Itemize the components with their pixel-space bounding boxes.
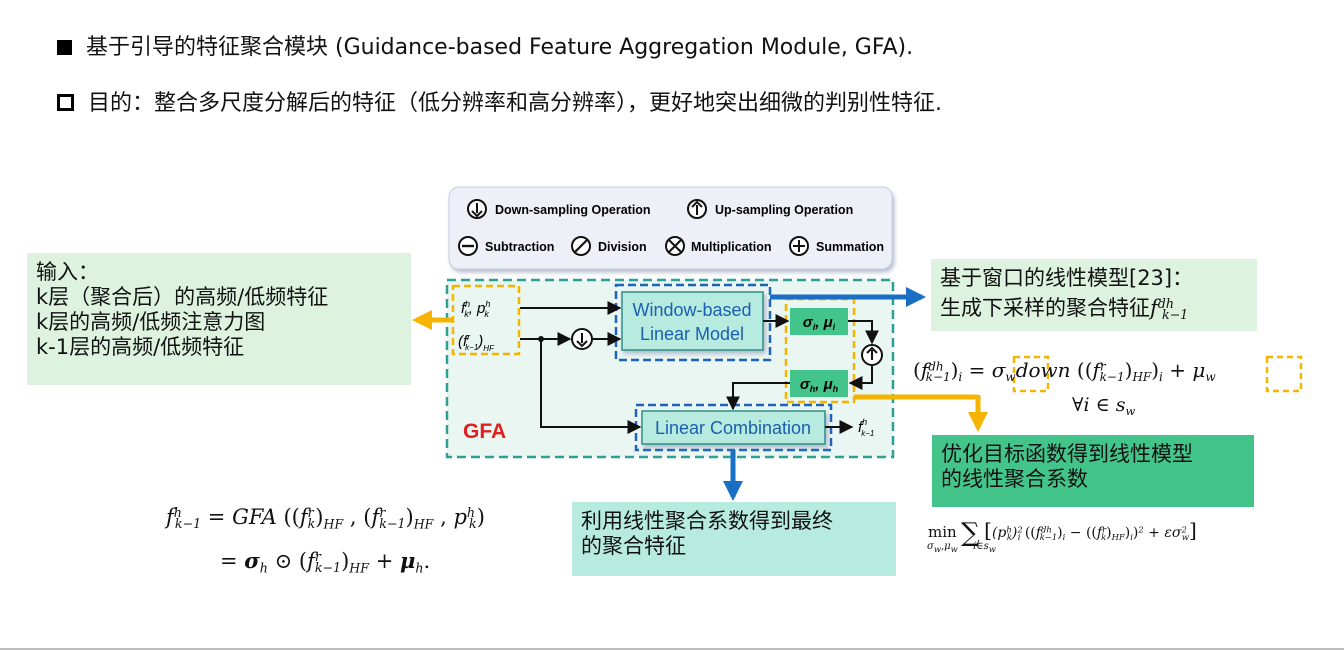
legend-up-label: Up-sampling Operation	[715, 203, 853, 217]
gfa-equation-line-2: = σh ⊙ (frk−1)HF + μh.	[220, 548, 431, 576]
gfa-equation-line-1: fhk−1 = GFA ((frk)HF , (frk−1)HF , phk)	[166, 505, 485, 532]
hollow-square-icon	[57, 94, 74, 111]
operation-legend: Down-sampling Operation Up-sampling Oper…	[448, 186, 893, 270]
up-sampling-icon	[687, 199, 707, 219]
sigma-mu-h-box	[790, 370, 848, 397]
diagram-down-sampling-node	[571, 328, 593, 350]
optimize-note-line-1: 优化目标函数得到线性模型	[941, 442, 1193, 466]
optimize-note-line-2: 的线性聚合系数	[941, 467, 1088, 491]
multiplication-icon	[665, 236, 685, 256]
gfa-label: GFA	[463, 420, 506, 443]
bullet-1-text: 基于引导的特征聚合模块 (Guidance-based Feature Aggr…	[86, 35, 914, 60]
final-note-line-2: 的聚合特征	[581, 534, 686, 558]
sigma-mu-i-text: σi, μi	[803, 314, 836, 332]
subtraction-icon	[458, 236, 478, 256]
window-note-line-2: 生成下采样的聚合特征fdhk−1	[940, 295, 1189, 323]
input-note-line-1: 输入：	[36, 260, 99, 284]
sigma-mu-h-text: σh, μh	[800, 376, 839, 394]
objective-equation: min ∑ [(phk)2i ((fdhk−1)i − ((frk)HF)i)2…	[928, 518, 1197, 548]
final-note: 利用线性聚合系数得到最终 的聚合特征	[572, 502, 896, 576]
diagram-up-sampling-node	[861, 344, 883, 366]
window-model-note: 基于窗口的线性模型[23]： 生成下采样的聚合特征fdhk−1	[931, 259, 1257, 331]
bullet-1: 基于引导的特征聚合模块 (Guidance-based Feature Aggr…	[57, 33, 913, 63]
objective-subscripts: σw,μw i∈sw	[927, 541, 996, 554]
legend-div-label: Division	[598, 240, 647, 254]
window-model-label-2: Linear Model	[640, 324, 744, 344]
bullet-2: 目的：整合多尺度分解后的特征（低分辨率和高分辨率），更好地突出细微的判别性特征.	[57, 89, 942, 119]
window-model-equation: (fdhk−1)i = σwdown ((frk−1)HF)i + μw	[913, 358, 1216, 385]
legend-sub-label: Subtraction	[485, 240, 554, 254]
input-note: 输入： k层（聚合后）的高频/低频特征 k层的高频/低频注意力图 k-1层的高频…	[27, 253, 411, 385]
window-based-linear-model-box	[621, 291, 764, 351]
forall-condition: ∀i ∈ sw	[1072, 394, 1136, 418]
bottom-divider	[0, 648, 1344, 650]
down-sampling-icon	[467, 199, 487, 219]
input-note-line-3: k层的高频/低频注意力图	[36, 310, 266, 334]
legend-down-label: Down-sampling Operation	[495, 203, 651, 217]
filled-square-icon	[57, 40, 72, 55]
optimize-note: 优化目标函数得到线性模型 的线性聚合系数	[932, 435, 1254, 507]
window-note-line-1: 基于窗口的线性模型[23]：	[940, 266, 1194, 290]
input-note-line-2: k层（聚合后）的高频/低频特征	[36, 285, 329, 309]
linear-combination-label: Linear Combination	[655, 418, 811, 438]
linear-combination-box	[641, 410, 826, 445]
input-note-line-4: k-1层的高频/低频特征	[36, 335, 245, 359]
f-dh-symbol: fdhk−1	[1150, 295, 1189, 323]
legend-mul-label: Multiplication	[691, 240, 772, 254]
window-model-label-1: Window-based	[632, 300, 751, 320]
legend-sum-label: Summation	[816, 240, 884, 254]
sigma-mu-i-box	[790, 308, 848, 335]
bullet-2-text: 目的：整合多尺度分解后的特征（低分辨率和高分辨率），更好地突出细微的判别性特征.	[88, 91, 942, 116]
summation-icon	[789, 236, 809, 256]
division-icon	[571, 236, 591, 256]
window-model-dashed-box	[614, 283, 772, 362]
final-note-line-1: 利用线性聚合系数得到最终	[581, 509, 833, 533]
